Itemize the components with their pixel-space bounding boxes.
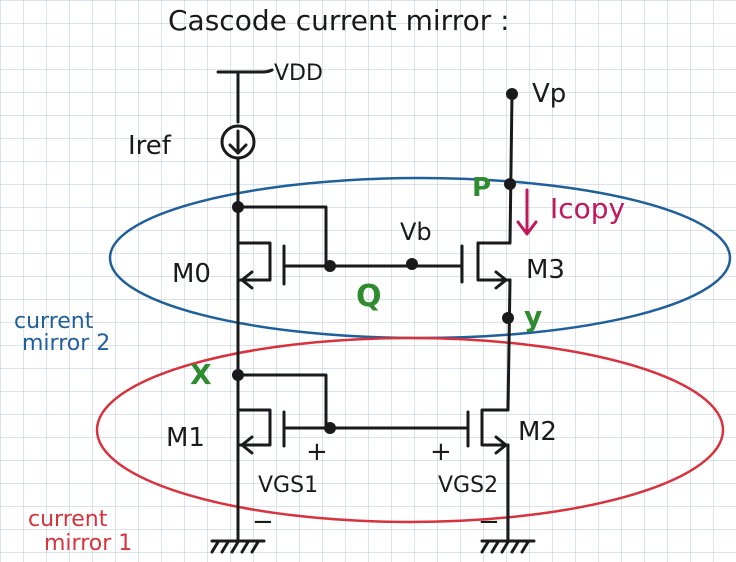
node-p-label: P bbox=[472, 173, 491, 203]
title: Cascode current mirror : bbox=[168, 4, 510, 37]
m2-label: M2 bbox=[518, 417, 557, 447]
current-mirror-1-ellipse bbox=[95, 336, 725, 524]
vgs2-plus: + bbox=[430, 437, 452, 467]
m0-transistor bbox=[236, 241, 328, 290]
m3-transistor bbox=[460, 241, 512, 290]
iref-label: Iref bbox=[128, 131, 172, 161]
m0-label: M0 bbox=[172, 259, 211, 289]
vgs1-minus: − bbox=[252, 507, 274, 537]
vgs1-plus: + bbox=[306, 437, 328, 467]
vgs2-label: VGS2 bbox=[438, 473, 498, 498]
vb-node bbox=[406, 258, 418, 270]
node-p bbox=[504, 178, 516, 190]
m0-diode-wire bbox=[236, 205, 328, 268]
node-q bbox=[324, 260, 336, 272]
mirror1-label-line2: mirror 1 bbox=[44, 531, 132, 556]
m1-diode-wire bbox=[236, 373, 328, 430]
vgs1-label: VGS1 bbox=[258, 473, 318, 498]
node-x-label: X bbox=[190, 358, 212, 391]
vb-label: Vb bbox=[400, 218, 432, 246]
vdd-tick bbox=[260, 68, 274, 74]
node-q-label: Q bbox=[356, 279, 382, 314]
node-y bbox=[502, 312, 514, 324]
m1-label: M1 bbox=[166, 423, 205, 453]
m3-drain-wire bbox=[508, 92, 514, 245]
lower-gate-node bbox=[324, 422, 336, 434]
right-ground bbox=[480, 539, 536, 554]
vdd-label: VDD bbox=[274, 61, 323, 86]
iref-current-source bbox=[220, 124, 256, 160]
mirror1-label-line1: current bbox=[28, 507, 108, 532]
icopy-arrow-icon bbox=[516, 188, 538, 236]
mirror2-label-line1: current bbox=[14, 309, 94, 334]
m3-m2-wire bbox=[506, 278, 512, 412]
node-y-label: y bbox=[524, 300, 542, 333]
vgs2-minus: − bbox=[478, 507, 500, 537]
icopy-label: Icopy bbox=[550, 192, 625, 225]
left-ground bbox=[210, 539, 266, 554]
m3-label: M3 bbox=[526, 255, 565, 285]
m2-transistor bbox=[466, 408, 510, 455]
m1-transistor bbox=[236, 408, 332, 455]
vp-label: Vp bbox=[532, 79, 566, 109]
mirror2-label-line2: mirror 2 bbox=[22, 331, 110, 356]
